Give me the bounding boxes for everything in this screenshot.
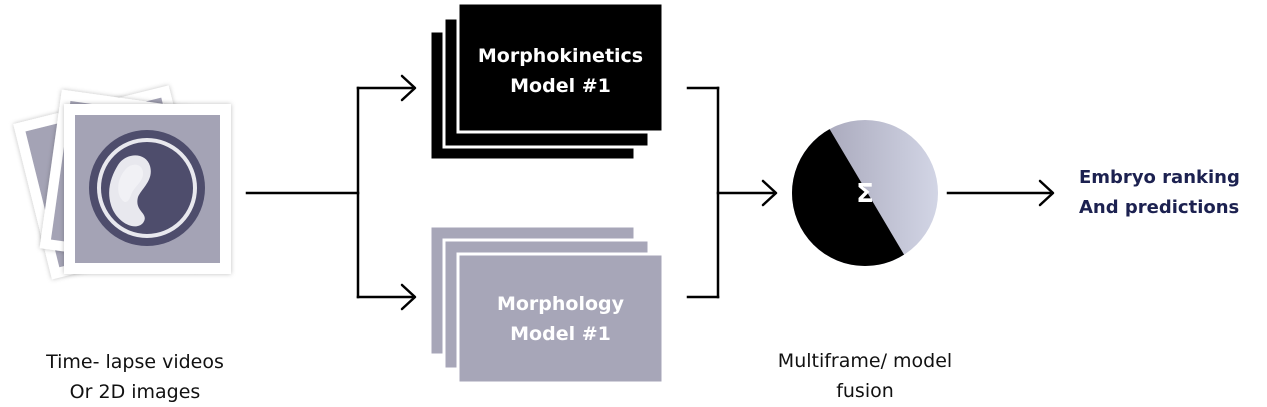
- fusion-node: Σ: [792, 120, 938, 266]
- morphokinetics-model-label: Morphokinetics Model #1: [458, 41, 663, 101]
- input-caption: Time- lapse videos Or 2D images: [20, 347, 250, 407]
- arrow-to-fusion: [761, 179, 778, 207]
- embryo-icon: [89, 130, 205, 246]
- morphology-model-stack: [428, 224, 665, 385]
- morphology-label-line2: Model #1: [510, 323, 611, 345]
- input-caption-line1: Time- lapse videos: [46, 351, 224, 373]
- input-image-stack: [13, 85, 231, 280]
- arrow-to-output: [946, 179, 1055, 207]
- output-label: Embryo ranking And predictions: [1079, 163, 1265, 223]
- merge-connector: [686, 86, 775, 299]
- morphology-card-front: [456, 252, 665, 385]
- morphology-model-label: Morphology Model #1: [458, 289, 663, 349]
- morphology-label-line1: Morphology: [496, 293, 625, 315]
- branch-connector: [245, 86, 414, 299]
- morphokinetics-model-stack: [428, 1, 665, 162]
- fusion-caption-line2: fusion: [836, 380, 894, 402]
- input-caption-line2: Or 2D images: [69, 381, 201, 403]
- output-label-line2: And predictions: [1079, 197, 1240, 218]
- arrow-to-morphology: [400, 283, 417, 311]
- arrow-to-morphokinetics: [400, 74, 417, 102]
- morphokinetics-label-line2: Model #1: [510, 75, 611, 97]
- output-label-line1: Embryo ranking: [1079, 167, 1240, 188]
- fusion-caption-line1: Multiframe/ model: [777, 350, 953, 372]
- fusion-caption: Multiframe/ model fusion: [745, 346, 985, 406]
- morphokinetics-card-front: [456, 1, 665, 134]
- morphokinetics-label-line1: Morphokinetics: [477, 45, 644, 67]
- sigma-symbol: Σ: [856, 179, 874, 209]
